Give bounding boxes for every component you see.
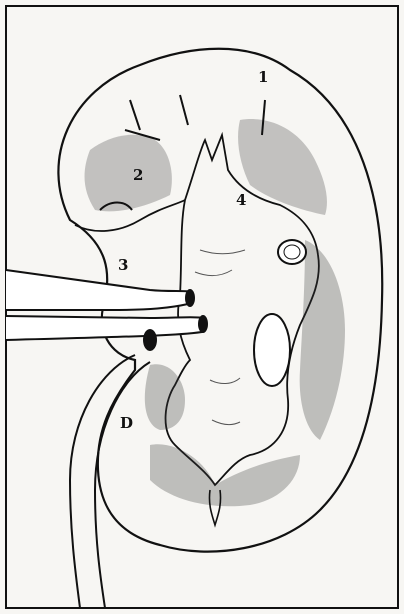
sinus-line-1 — [200, 250, 245, 254]
streak-1 — [130, 100, 140, 130]
sinus-line-3 — [210, 378, 240, 384]
cortex-stipple — [85, 119, 345, 506]
label-papilla: 4 — [236, 191, 246, 209]
sinus-contour-lines — [195, 250, 245, 424]
calyx-oval-large — [254, 314, 290, 386]
renal-vessel-upper — [6, 270, 192, 310]
ureter — [70, 355, 135, 608]
vessel-lumen-lower — [143, 329, 157, 351]
label-pelvis-region: 3 — [118, 256, 128, 274]
pyramid-region-upper-right — [238, 119, 327, 215]
label-pyramids: 2 — [133, 166, 143, 184]
pyramid-region-lower-left — [145, 364, 185, 430]
label-cortex: 1 — [258, 68, 268, 86]
sinus-line-2 — [195, 270, 232, 276]
vessel-lumen-upper — [185, 289, 195, 307]
pyramid-region-right — [300, 240, 345, 440]
calyx-oval-small — [278, 240, 306, 264]
label-lower-marker: D — [120, 414, 133, 432]
ureter-inner — [95, 362, 150, 608]
vessel-lumen-middle — [198, 315, 208, 333]
pyramid-region-upper-left — [85, 135, 172, 212]
sinus-line-4 — [212, 420, 240, 424]
streak-2 — [180, 95, 188, 125]
renal-vessel-lower — [6, 316, 205, 340]
